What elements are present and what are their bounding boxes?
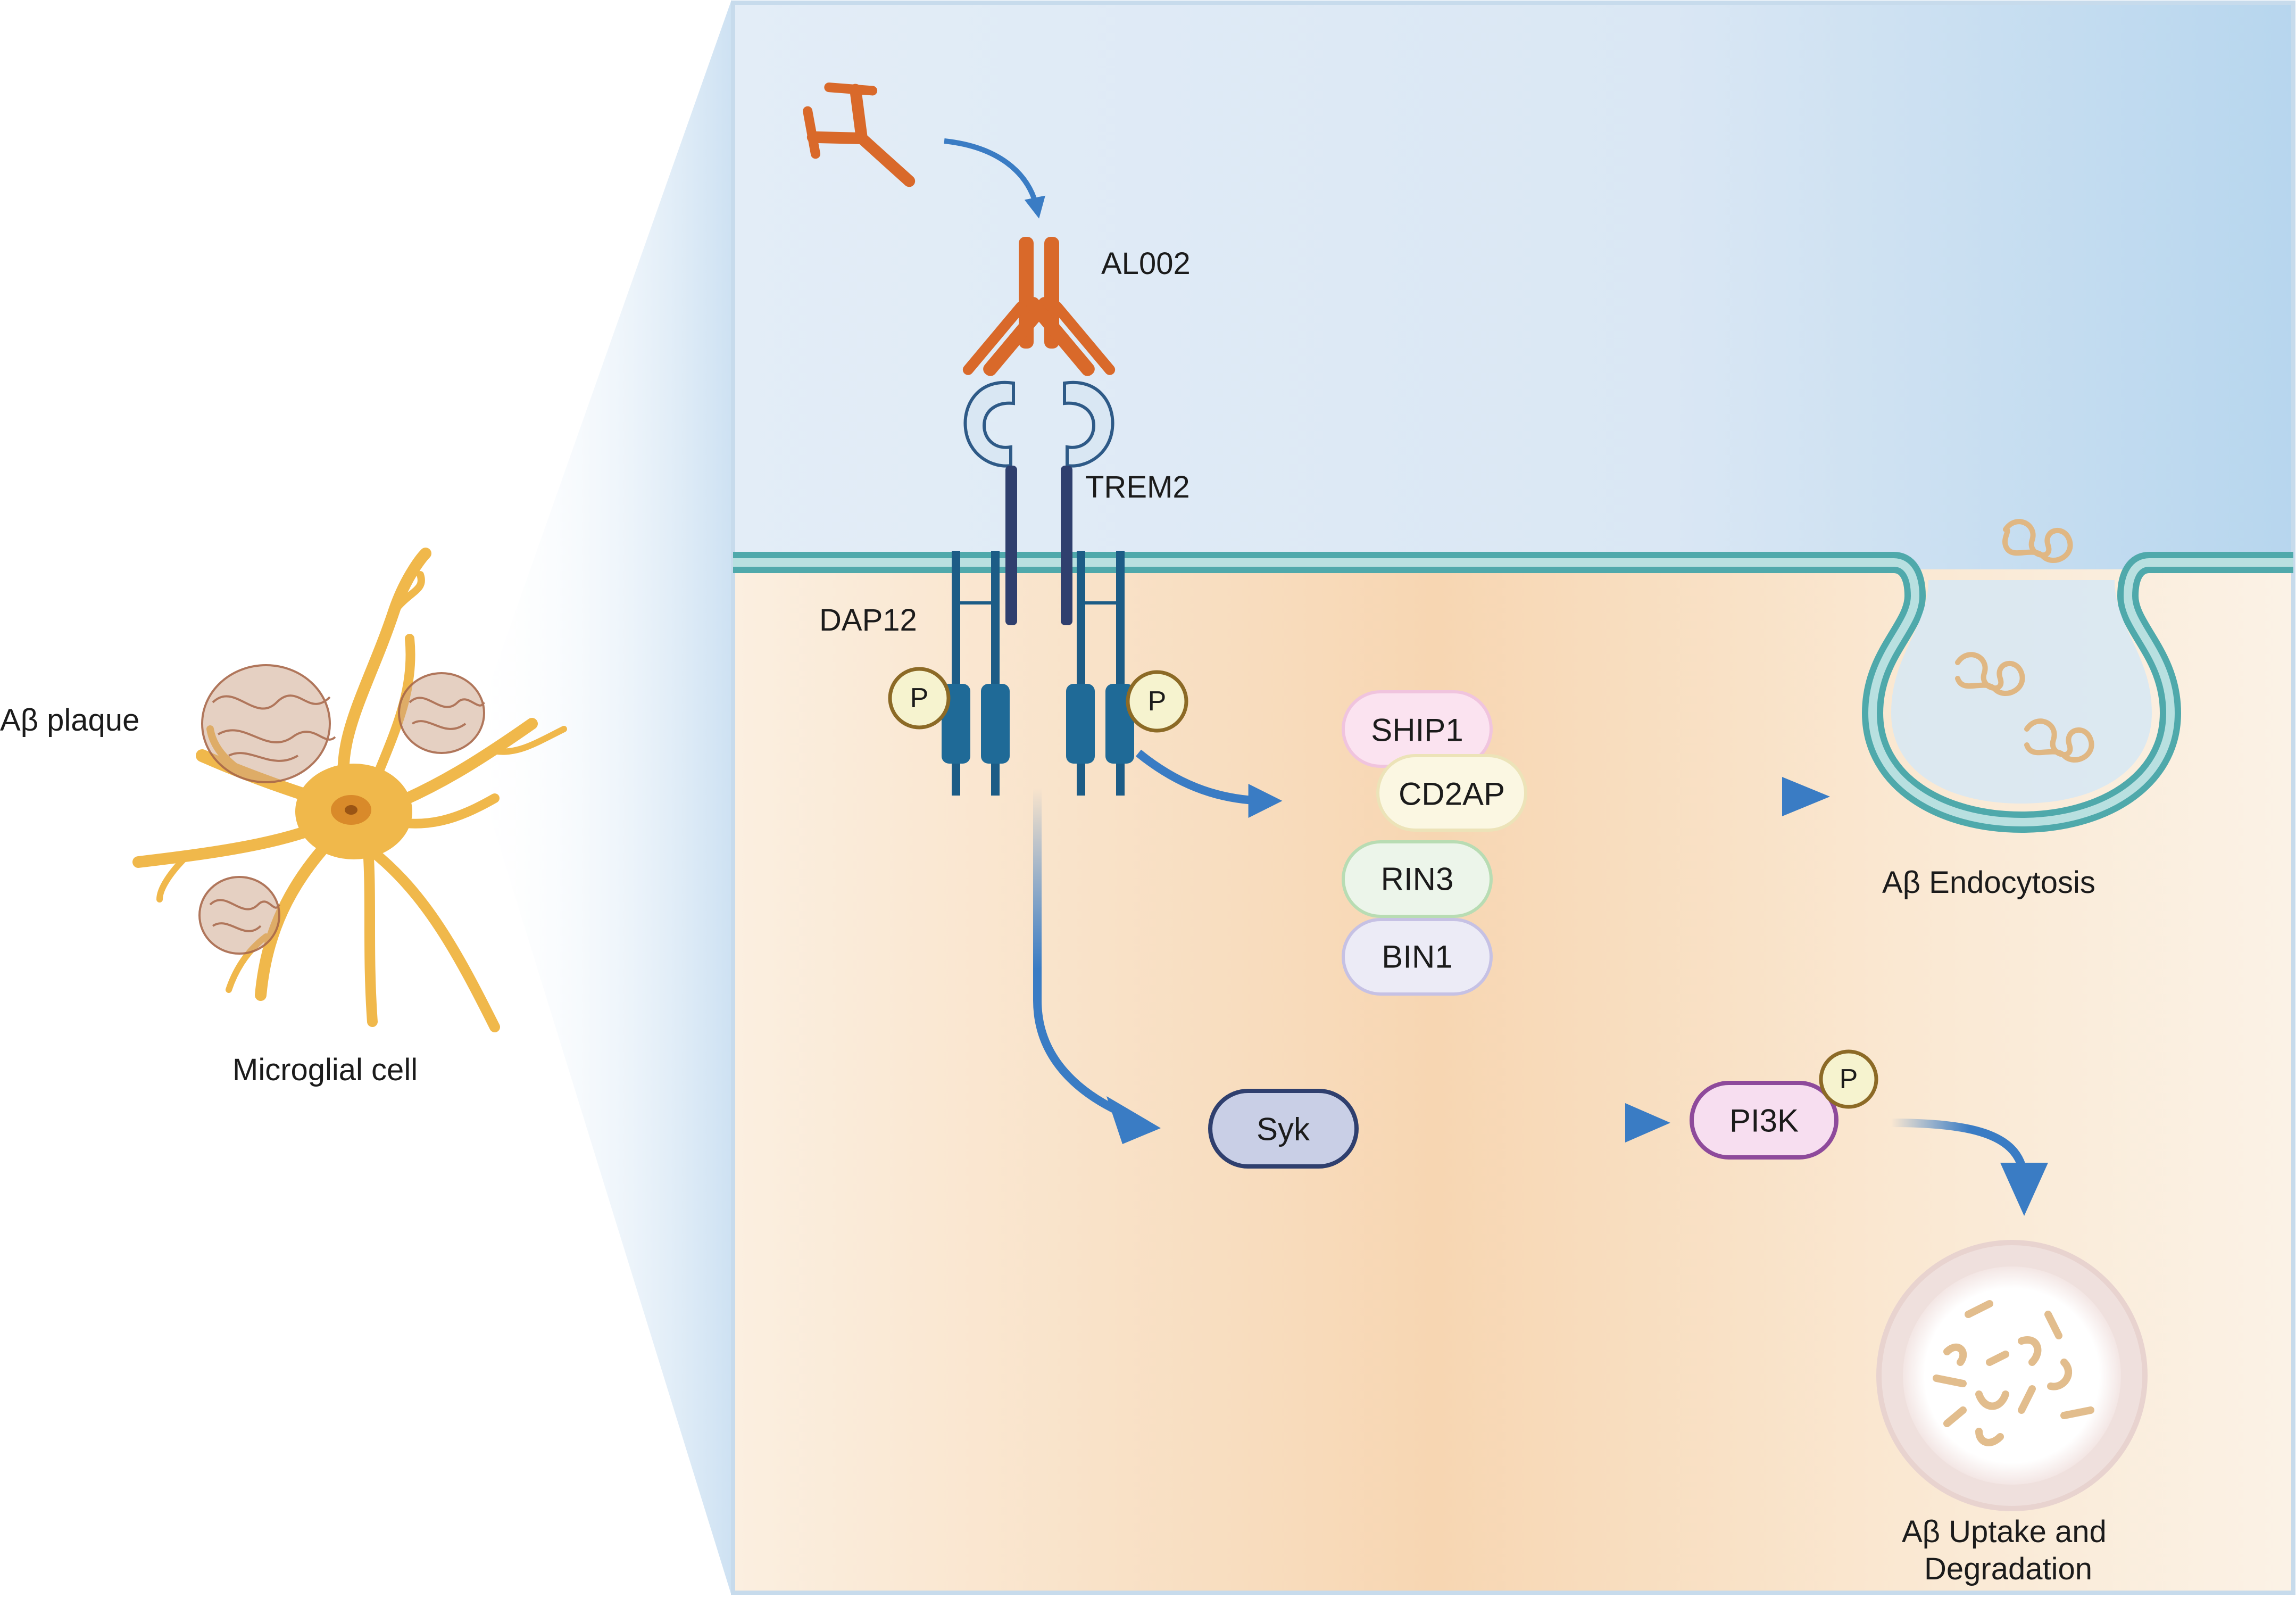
zoom-cone xyxy=(468,0,731,1595)
svg-text:P: P xyxy=(1840,1064,1858,1095)
arrow-pi3k-to-degradation xyxy=(1891,1119,2026,1167)
amyloid-plaque-right xyxy=(398,672,485,754)
al002-antibody xyxy=(962,237,1116,376)
cell-membrane xyxy=(733,552,2293,833)
free-antibody xyxy=(803,82,916,187)
binding-arrow xyxy=(944,138,1045,219)
pi3k-phospho: P xyxy=(1819,1049,1878,1109)
trem2-receptor xyxy=(963,380,1114,625)
amyloid-in-pit xyxy=(1955,519,2094,763)
endocytosis-label: Aβ Endocytosis xyxy=(1882,865,2095,900)
arrow-to-syk-head xyxy=(1107,1096,1161,1144)
dap12-label: DAP12 xyxy=(819,603,917,637)
pill-rin3: RIN3 xyxy=(1342,840,1493,918)
svg-text:RIN3: RIN3 xyxy=(1381,862,1454,897)
trem2-label: TREM2 xyxy=(1085,470,1190,504)
svg-text:SHIP1: SHIP1 xyxy=(1371,713,1463,748)
arrow-to-endocytosis-proteins xyxy=(1135,749,1283,818)
microglial-cell xyxy=(132,548,567,1032)
svg-text:PI3K: PI3K xyxy=(1729,1103,1799,1139)
al002-label: AL002 xyxy=(1101,246,1191,281)
arrow-degradation-head xyxy=(2000,1163,2048,1216)
dap12-phospho-left: P xyxy=(888,667,951,730)
svg-text:BIN1: BIN1 xyxy=(1382,939,1452,975)
dap12-phospho-right: P xyxy=(1126,670,1188,733)
svg-text:Syk: Syk xyxy=(1257,1112,1310,1147)
amyloid-plaque-top xyxy=(201,664,336,783)
microglia-label: Microglial cell xyxy=(232,1053,418,1087)
pill-bin1: BIN1 xyxy=(1342,918,1493,996)
pi3k-node: PI3K xyxy=(1690,1081,1839,1160)
svg-text:P: P xyxy=(1148,686,1167,717)
svg-text:P: P xyxy=(910,683,929,714)
pill-cd2ap: CD2AP xyxy=(1376,754,1527,832)
uptake-label-line2: Degradation xyxy=(1924,1552,2092,1586)
uptake-label-line1: Aβ Uptake and xyxy=(1902,1514,2107,1549)
plaque-label: Aβ plaque xyxy=(0,703,139,738)
svg-text:CD2AP: CD2AP xyxy=(1399,776,1505,812)
syk-node: Syk xyxy=(1208,1089,1359,1169)
lysosome xyxy=(1876,1240,2148,1511)
amyloid-plaque-bottom xyxy=(198,876,280,955)
arrow-to-pit-head xyxy=(1782,777,1830,816)
arrow-syk-to-pi3k-head xyxy=(1625,1103,1670,1142)
